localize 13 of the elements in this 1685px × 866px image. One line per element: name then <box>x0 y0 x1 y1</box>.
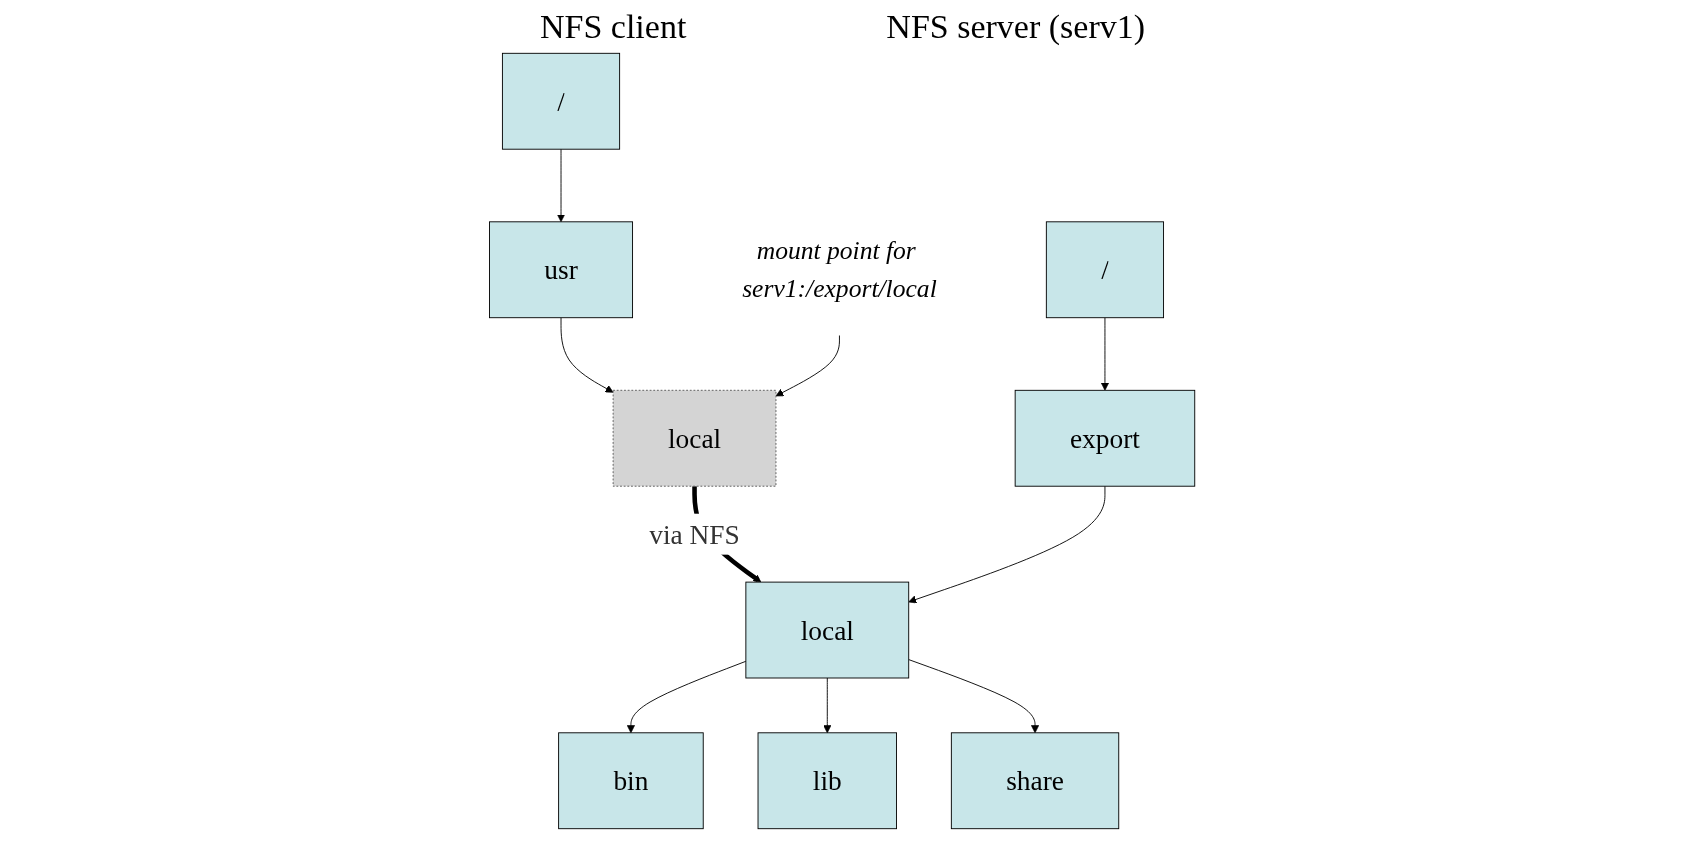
node-box: local <box>613 389 777 487</box>
node-box: bin <box>558 732 705 830</box>
node-box: local <box>745 581 910 679</box>
node-box: export <box>1015 389 1196 487</box>
node-box: usr <box>489 221 634 319</box>
column-heading: NFS server (serv1) <box>886 8 1146 46</box>
node-box: / <box>1046 221 1165 319</box>
edge-label: via NFS <box>649 519 741 550</box>
node-box: / <box>502 52 621 150</box>
column-heading: NFS client <box>539 8 687 46</box>
node-box: lib <box>757 732 898 830</box>
node-box: share <box>951 732 1120 830</box>
node-text: mount point for serv1:/export/local <box>742 235 938 303</box>
